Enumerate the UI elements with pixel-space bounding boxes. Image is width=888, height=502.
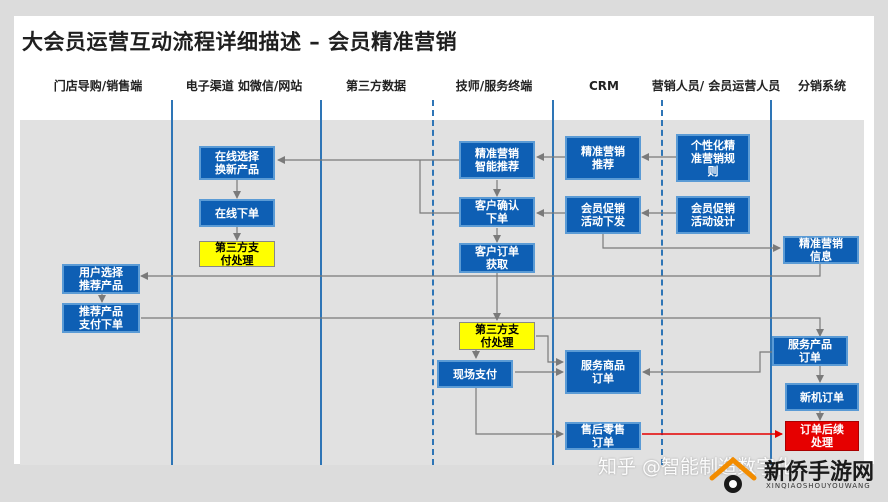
lane-divider: [661, 100, 663, 465]
lane-header-distribution: 分销系统: [797, 79, 847, 93]
lane-header-crm: CRM: [589, 79, 619, 93]
box-rules: 个性化精 准营销规 则: [676, 134, 750, 182]
box-third-pay-1: 第三方支 付处理: [199, 241, 275, 267]
lane-header-echannel: 电子渠道 如微信/网站: [185, 79, 303, 93]
lane-divider: [770, 100, 772, 465]
arrow-confirm-loop: [419, 160, 459, 214]
box-onsite-pay: 现场支付: [437, 360, 513, 388]
box-dist-info: 精准营销 信息: [783, 236, 859, 264]
box-order-followup: 订单后续 处理: [785, 421, 859, 451]
arrow-third-pay-to-service: [536, 335, 564, 366]
box-new-machine-order: 新机订单: [785, 383, 859, 411]
arrow-to-after-sale: [475, 386, 564, 438]
lane-header-third-party: 第三方数据: [345, 79, 407, 93]
arrow-pay-to-service-product: [141, 317, 824, 337]
watermark-logo-sub: XINQIAOSHOUYOUWANG: [766, 482, 871, 490]
lane-divider: [552, 100, 554, 465]
box-promo-design: 会员促销 活动设计: [676, 196, 750, 234]
box-smart-recommend: 精准营销 智能推荐: [459, 141, 535, 179]
box-service-product-order: 服务产品 订单: [772, 336, 848, 366]
box-crm-promo: 会员促销 活动下发: [565, 196, 641, 234]
house-logo-icon: [709, 456, 757, 493]
box-customer-confirm: 客户确认 下单: [459, 197, 535, 227]
box-recommend-pay: 推荐产品 支付下单: [62, 303, 140, 333]
lane-divider: [171, 100, 173, 465]
arrow-dist-to-user-select: [140, 264, 821, 280]
box-user-select: 用户选择 推荐产品: [62, 264, 140, 294]
watermark-logo-title: 新侨手游网: [764, 460, 875, 485]
page-title: 大会员运营互动流程详细描述 – 会员精准营销: [22, 30, 458, 54]
lane-header-marketing: 营销人员/ 会员运营人员: [651, 79, 781, 93]
box-crm-recommend: 精准营销 推荐: [565, 136, 641, 180]
watermark-logo: 新侨手游网 XINQIAOSHOUYOUWANG: [708, 454, 884, 498]
box-customer-order: 客户订单 获取: [459, 243, 535, 273]
lane-header-technician: 技师/服务终端: [455, 79, 533, 93]
arrow-dist-to-service-order: [642, 351, 772, 376]
lane-header-store: 门店导购/销售端: [53, 79, 143, 93]
arrow-crm-to-dist-info: [602, 234, 781, 252]
lane-divider: [320, 100, 322, 465]
box-third-pay-2: 第三方支 付处理: [459, 322, 535, 350]
box-online-order: 在线下单: [199, 199, 275, 227]
box-after-sale: 售后零售 订单: [565, 422, 641, 450]
box-service-order: 服务商品 订单: [565, 350, 641, 394]
box-online-select: 在线选择 换新产品: [199, 146, 275, 180]
lane-divider: [432, 100, 434, 465]
